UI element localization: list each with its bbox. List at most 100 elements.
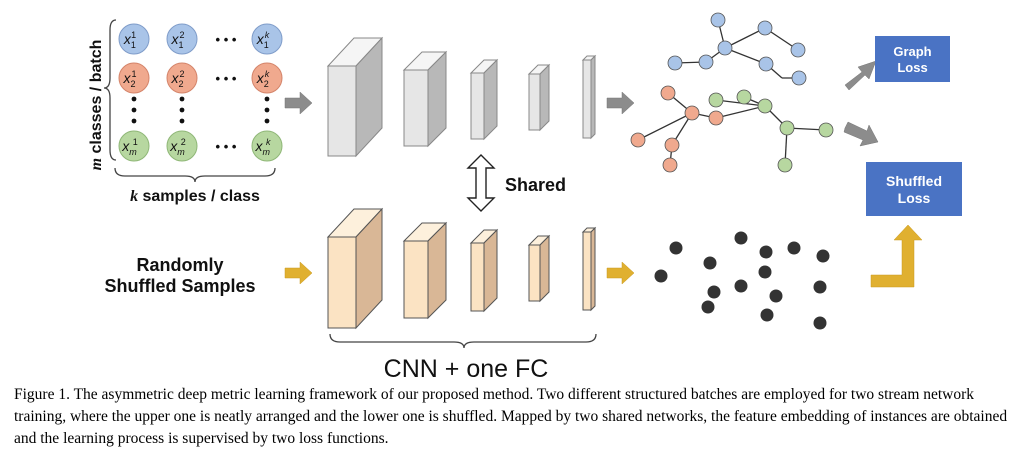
sample-node: x21 xyxy=(118,62,150,94)
sample-node: xm1 xyxy=(118,130,150,162)
column-ellipsis-dot xyxy=(131,96,137,102)
orange-node xyxy=(664,137,680,153)
svg-text:Loss: Loss xyxy=(898,190,931,206)
sample-index: k xyxy=(266,137,271,147)
row-ellipsis: • • • xyxy=(216,32,237,47)
sample-node: x22 xyxy=(166,62,198,94)
upper-cnn xyxy=(326,36,597,158)
lower-layer-4 xyxy=(527,234,551,303)
column-ellipsis-dot xyxy=(264,107,270,113)
sample-var: x xyxy=(122,70,131,86)
sample-node: x2k xyxy=(251,62,283,94)
to-graph-loss-arrow xyxy=(844,60,877,91)
svg-text:Shuffled: Shuffled xyxy=(886,173,942,189)
sample-index: k xyxy=(265,69,270,79)
shuffled-loss-box: Shuffled Loss xyxy=(866,162,962,216)
sample-index: 2 xyxy=(180,69,185,79)
cnn-fc-label: CNN + one FC xyxy=(384,355,549,380)
svg-text:x22: x22 xyxy=(170,69,184,89)
column-ellipsis-dot xyxy=(179,107,185,113)
lower-layer-fc xyxy=(581,226,597,312)
svg-text:xm2: xm2 xyxy=(169,137,186,157)
sample-class-index: 1 xyxy=(131,40,136,50)
sample-var: x xyxy=(121,138,130,154)
svg-text:Graph: Graph xyxy=(893,44,931,59)
lower-layer-1 xyxy=(326,207,384,330)
randomly-label: Randomly xyxy=(136,255,223,275)
green-node xyxy=(779,120,795,136)
cnn-brace xyxy=(329,333,597,349)
column-ellipsis-dot xyxy=(179,118,185,124)
sample-var: x xyxy=(255,138,264,154)
sample-index: 1 xyxy=(133,137,138,147)
sample-class-index: 1 xyxy=(178,40,183,50)
shuffled-samples-label: Shuffled Samples xyxy=(104,276,255,296)
shared-double-arrow xyxy=(466,154,496,212)
column-ellipsis-dot xyxy=(131,118,137,124)
lower-layer-3 xyxy=(469,228,499,313)
shuffled-embeddings xyxy=(654,231,830,330)
lower-input-arrow xyxy=(284,261,313,285)
upper-layer-3 xyxy=(469,58,499,141)
sample-node: x1k xyxy=(251,23,283,55)
svg-text:xmk: xmk xyxy=(255,137,272,157)
orange-node xyxy=(684,105,700,121)
sample-class-index: 2 xyxy=(178,79,183,89)
sample-node: x12 xyxy=(166,23,198,55)
sample-index: 2 xyxy=(181,137,186,147)
sample-node: x11 xyxy=(118,23,150,55)
green-node xyxy=(757,98,773,114)
upper-layer-fc xyxy=(581,54,597,140)
graph-loss-box: Graph Loss xyxy=(875,36,950,82)
orange-node xyxy=(708,110,724,126)
blue-node xyxy=(698,54,714,70)
lower-cnn xyxy=(326,207,597,330)
to-shuffled-loss-bent-arrow xyxy=(870,224,923,288)
green-node xyxy=(818,122,834,138)
orange-node xyxy=(662,157,678,173)
figure-caption: Figure 1. The asymmetric deep metric lea… xyxy=(14,386,1008,447)
upper-layer-1 xyxy=(326,36,384,158)
sample-node: xm2 xyxy=(166,130,198,162)
upper-layer-4 xyxy=(527,63,551,132)
svg-text:Loss: Loss xyxy=(897,60,927,75)
svg-text:x2k: x2k xyxy=(256,69,270,89)
blue-node xyxy=(667,55,683,71)
k-samples-label: k samples / class xyxy=(130,188,260,205)
sample-var: x xyxy=(170,70,179,86)
sample-index: 2 xyxy=(180,30,185,40)
orange-node xyxy=(630,132,646,148)
to-shuffled-loss-arrow xyxy=(843,121,879,147)
blue-node xyxy=(757,20,773,36)
sample-class-index: 2 xyxy=(264,79,269,89)
graph-nodes xyxy=(630,12,834,173)
svg-text:x11: x11 xyxy=(123,30,136,50)
blue-node xyxy=(758,56,774,72)
sample-var: x xyxy=(256,70,265,86)
lower-output-arrow xyxy=(606,261,635,285)
svg-text:x21: x21 xyxy=(122,69,136,89)
blue-node xyxy=(717,40,733,56)
column-ellipsis-dot xyxy=(264,96,270,102)
orange-node xyxy=(660,85,676,101)
svg-text:x1k: x1k xyxy=(256,30,270,50)
shared-label: Shared xyxy=(505,175,566,195)
row-ellipsis: • • • xyxy=(216,139,237,154)
sample-var: x xyxy=(169,138,178,154)
blue-node xyxy=(710,12,726,28)
lower-layer-2 xyxy=(402,221,448,320)
sample-index: k xyxy=(265,30,270,40)
sample-class-index: m xyxy=(263,147,271,157)
m-classes-label: m classes / batch xyxy=(88,40,105,171)
svg-text:xm1: xm1 xyxy=(121,137,138,157)
green-node xyxy=(777,157,793,173)
sample-class-index: m xyxy=(177,147,185,157)
svg-text:x12: x12 xyxy=(170,30,184,50)
blue-node xyxy=(791,70,807,86)
sample-node: xmk xyxy=(251,130,283,162)
sample-class-index: 2 xyxy=(130,79,135,89)
row-ellipsis: • • • xyxy=(216,71,237,86)
sample-index: 1 xyxy=(132,69,137,79)
